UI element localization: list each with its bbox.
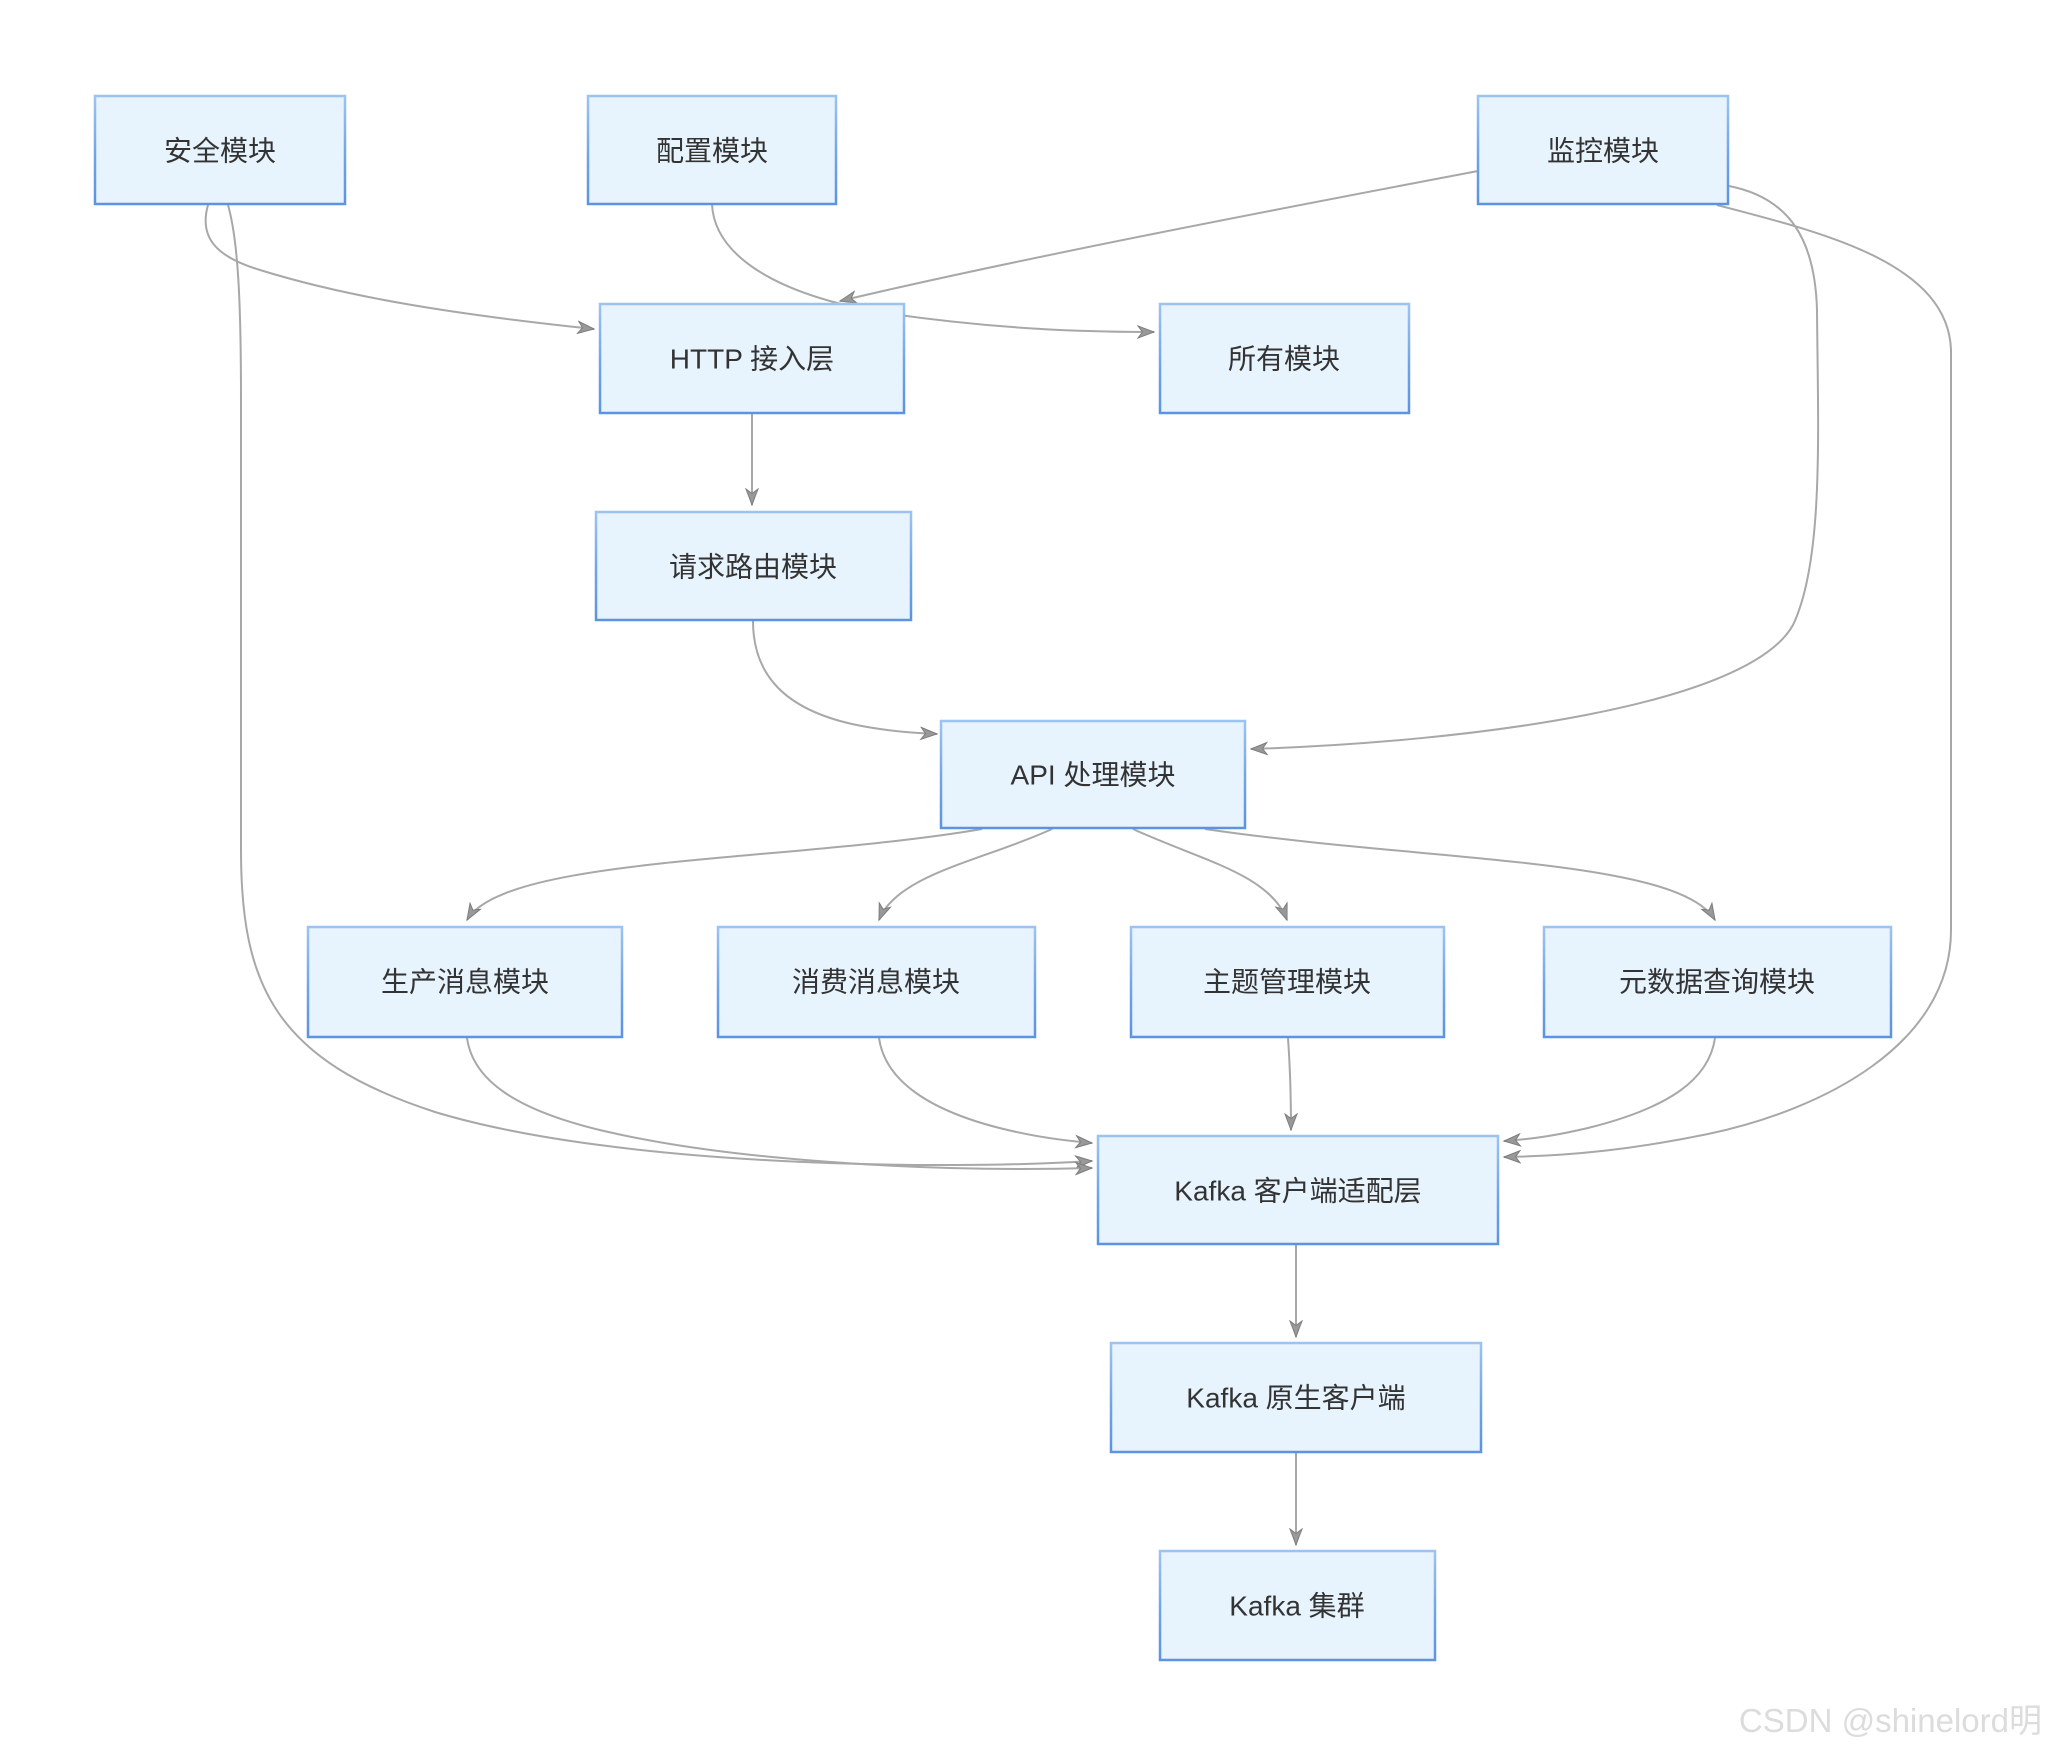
node-topic-mgmt: 主题管理模块 — [1129, 925, 1446, 1039]
node-http-gateway-label: HTTP 接入层 — [670, 344, 834, 375]
node-monitor: 监控模块 — [1476, 94, 1730, 206]
node-all-modules-label: 所有模块 — [1228, 344, 1340, 375]
node-metadata-query-label: 元数据查询模块 — [1619, 967, 1815, 998]
edge-produce-to-kafka-adapter — [466, 1037, 1092, 1169]
node-topic-mgmt-label: 主题管理模块 — [1203, 967, 1371, 998]
node-request-router: 请求路由模块 — [594, 510, 913, 622]
edge-request-router-to-api-handler — [752, 620, 937, 734]
node-http-gateway: HTTP 接入层 — [598, 302, 906, 415]
edge-topic-mgmt-to-kafka-adapter — [1288, 1037, 1291, 1130]
node-kafka-cluster: Kafka 集群 — [1158, 1549, 1437, 1662]
node-request-router-label: 请求路由模块 — [669, 552, 837, 583]
node-api-handler: API 处理模块 — [939, 719, 1247, 830]
node-security: 安全模块 — [93, 94, 347, 206]
node-config-label: 配置模块 — [656, 136, 768, 167]
node-monitor-label: 监控模块 — [1547, 136, 1659, 167]
node-kafka-native-label: Kafka 原生客户端 — [1186, 1383, 1405, 1414]
edge-consume-to-kafka-adapter — [878, 1037, 1092, 1143]
node-consume: 消费消息模块 — [716, 925, 1037, 1039]
node-produce: 生产消息模块 — [306, 925, 624, 1039]
edge-api-handler-to-consume — [878, 828, 1053, 920]
node-kafka-native: Kafka 原生客户端 — [1109, 1341, 1483, 1454]
node-api-handler-label: API 处理模块 — [1011, 760, 1176, 791]
node-metadata-query: 元数据查询模块 — [1542, 925, 1893, 1039]
node-produce-label: 生产消息模块 — [381, 967, 549, 998]
edge-layer — [204, 170, 1952, 1545]
edge-monitor-to-kafka-adapter — [1504, 204, 1952, 1157]
node-kafka-adapter: Kafka 客户端适配层 — [1096, 1134, 1500, 1246]
node-layer: 安全模块 配置模块 监控模块 HTTP 接入层 所有模块 请求路由模块 API … — [93, 94, 1893, 1662]
edge-api-handler-to-metadata-query — [1204, 828, 1716, 920]
node-consume-label: 消费消息模块 — [792, 967, 960, 998]
node-kafka-cluster-label: Kafka 集群 — [1229, 1591, 1364, 1622]
node-all-modules: 所有模块 — [1158, 302, 1411, 415]
edge-security-to-http-gateway — [204, 204, 594, 329]
edge-api-handler-to-topic-mgmt — [1132, 828, 1288, 920]
edge-monitor-to-api-handler — [1251, 185, 1820, 749]
edge-monitor-to-http-gateway — [840, 170, 1479, 301]
node-security-label: 安全模块 — [164, 136, 276, 167]
edge-metadata-query-to-kafka-adapter — [1504, 1037, 1716, 1141]
edge-api-handler-to-produce — [466, 828, 983, 920]
node-kafka-adapter-label: Kafka 客户端适配层 — [1174, 1176, 1421, 1207]
csdn-watermark: CSDN @shinelord明 — [1739, 1702, 2042, 1739]
node-config: 配置模块 — [586, 94, 838, 206]
